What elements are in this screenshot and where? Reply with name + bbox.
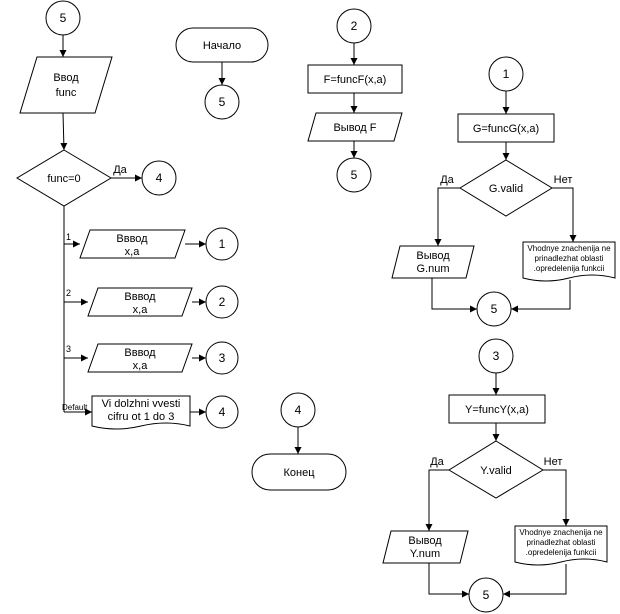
arrow-Y-error-to-5 [503,564,567,598]
svg-text:F=funcF(x,a): F=funcF(x,a) [324,74,387,86]
process-funcG: G=funcG(x,a) [457,113,555,143]
svg-text:5: 5 [60,11,67,25]
svg-text:Y.num: Y.num [410,548,440,560]
svg-text:Vi dolzhni vvesti: Vi dolzhni vvesti [102,398,181,410]
connector-2-top: 2 [336,8,372,44]
output-G-num: Вывод G.num [391,245,475,279]
svg-text:x,a: x,a [125,246,141,258]
svg-text:5: 5 [219,95,226,109]
connector-5-g: 5 [476,291,512,327]
connector-5-start: 5 [204,84,240,120]
svg-text:5: 5 [351,168,358,182]
label-case3: 3 [66,344,71,354]
label-Y-no: Нет [544,456,563,468]
decision-G-valid: G.valid [459,159,553,217]
svg-text:5: 5 [483,588,490,602]
svg-text:Вывод: Вывод [408,535,442,547]
label-case2: 2 [66,288,71,298]
svg-text:3: 3 [493,349,500,363]
svg-text:x,a: x,a [133,304,149,316]
process-funcY: Y=funcY(x,a) [448,394,546,424]
input-case2: Вввод x,a [87,287,193,317]
connector-4-case: 4 [205,395,239,429]
connector-5-y: 5 [468,577,504,613]
decision-Y-valid: Y.valid [448,440,544,499]
svg-text:func: func [56,87,77,99]
error-G-document: Vhodnye znachenija ne prinadlezhat oblas… [522,241,616,282]
svg-text:Вввод: Вввод [124,291,156,303]
svg-text:Начало: Начало [203,40,241,52]
output-Y-num: Вывод Y.num [382,530,469,564]
input-case3: Вввод x,a [87,343,193,373]
label-Y-yes: Да [430,456,444,468]
input-func-box: Ввод func [19,56,113,114]
connector-1-top: 1 [488,56,524,92]
svg-text:Vhodnye znachenija ne: Vhodnye znachenija ne [519,528,603,537]
arrow-Y-output-to-5 [428,563,469,598]
connector-1-case: 1 [205,227,239,261]
svg-text:prinadlezhat oblasti: prinadlezhat oblasti [527,538,596,547]
svg-text:4: 4 [295,403,302,417]
svg-text:G=funcG(x,a): G=funcG(x,a) [473,123,539,135]
svg-text:3: 3 [219,351,226,365]
svg-text:4: 4 [156,171,163,185]
svg-text:cifru ot 1 do 3: cifru ot 1 do 3 [108,411,175,423]
svg-text:Вввод: Вввод [124,347,156,359]
svg-text:prinadlezhat oblasti: prinadlezhat oblasti [535,254,604,263]
arrow-Y-no [543,469,570,526]
connector-3-case: 3 [205,341,239,375]
svg-text:2: 2 [351,19,358,33]
label-G-yes: Да [440,174,454,186]
svg-text:5: 5 [491,302,498,316]
default-message-document: Vi dolzhni vvesti cifru ot 1 do 3 [91,395,191,430]
arrow-G-output-to-5 [431,278,477,313]
connector-2-case: 2 [205,285,239,319]
svg-text:1: 1 [503,67,510,81]
svg-text:.opredelenija funkcii: .opredelenija funkcii [534,264,605,273]
svg-text:Вввод: Вввод [116,233,148,245]
connector-5-top: 5 [45,0,81,36]
svg-text:1: 1 [219,237,226,251]
connector-4-switch: 4 [141,160,177,196]
svg-text:Конец: Конец [283,467,315,479]
arrow-G-no [552,187,577,242]
output-F: Вывод F [307,112,403,142]
label-case1: 1 [66,232,71,242]
svg-text:Y.valid: Y.valid [480,465,512,477]
arrow-G-error-to-5 [511,280,571,313]
svg-text:Вывод F: Вывод F [333,122,376,134]
input-case1: Вввод x,a [79,229,186,259]
svg-text:Вывод: Вывод [416,250,450,262]
end-terminal: Конец [251,453,347,491]
svg-text:Vhodnye znachenija ne: Vhodnye znachenija ne [527,244,611,253]
svg-text:func=0: func=0 [47,173,80,185]
svg-text:2: 2 [219,295,226,309]
connector-4-end: 4 [280,392,316,428]
connector-3-top: 3 [478,338,514,374]
label-default: Default [62,403,88,412]
arrow-Y-yes [425,469,449,531]
svg-text:G.num: G.num [416,263,449,275]
process-funcF: F=funcF(x,a) [307,64,403,94]
start-terminal: Начало [175,27,269,63]
svg-text:.opredelenija funkcii: .opredelenija funkcii [526,548,597,557]
error-Y-document: Vhodnye znachenija ne prinadlezhat oblas… [514,525,608,566]
svg-text:x,a: x,a [133,360,149,372]
svg-text:Y=funcY(x,a): Y=funcY(x,a) [465,404,529,416]
svg-text:4: 4 [219,405,226,419]
label-yes-main: Да [113,164,127,176]
svg-text:G.valid: G.valid [489,183,523,195]
connector-5-f: 5 [336,157,372,193]
arrow-G-yes [434,187,460,246]
label-G-no: Нет [554,174,573,186]
arrow-input-to-decision [60,112,68,151]
svg-text:Ввод: Ввод [53,72,79,84]
decision-func0: func=0 [16,149,112,207]
